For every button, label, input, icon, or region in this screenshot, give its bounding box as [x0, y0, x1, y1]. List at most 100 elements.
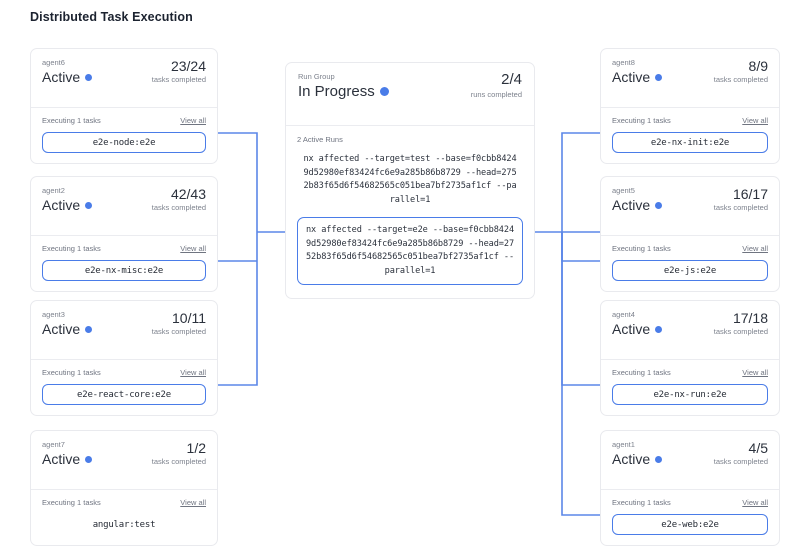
agent-card-header: agent1 Active 4/5 tasks completed: [601, 431, 779, 489]
divider: [601, 359, 779, 360]
executing-label: Executing 1 tasks: [42, 498, 101, 507]
task-label: angular:test: [92, 519, 156, 530]
view-all-link[interactable]: View all: [742, 116, 768, 125]
task-pill[interactable]: e2e-js:e2e: [612, 260, 768, 281]
divider: [601, 235, 779, 236]
divider: [31, 235, 217, 236]
view-all-link[interactable]: View all: [742, 244, 768, 253]
task-count-label: tasks completed: [713, 75, 768, 84]
run-command-active[interactable]: nx affected --target=e2e --base=f0cbb842…: [297, 217, 523, 285]
agent-name: agent2: [42, 186, 65, 195]
status-dot-icon: [379, 87, 389, 96]
agent-card-header: agent6 Active 23/24 tasks completed: [31, 49, 217, 107]
agent-card-agent5[interactable]: agent5 Active 16/17 tasks completed Exec…: [600, 176, 780, 292]
task-count-label: tasks completed: [713, 457, 768, 466]
task-count: 17/18: [732, 310, 768, 326]
agent-card-header: agent7 Active 1/2 tasks completed: [31, 431, 217, 489]
executing-label: Executing 1 tasks: [612, 368, 671, 377]
executing-label: Executing 1 tasks: [612, 116, 671, 125]
view-all-link[interactable]: View all: [180, 244, 206, 253]
agent-card-agent2[interactable]: agent2 Active 42/43 tasks completed Exec…: [30, 176, 218, 292]
task-pill[interactable]: e2e-node:e2e: [42, 132, 206, 153]
task-pill[interactable]: e2e-nx-misc:e2e: [42, 260, 206, 281]
agent-card-body: Executing 1 tasks View all e2e-nx-misc:e…: [31, 236, 217, 291]
task-count: 42/43: [170, 186, 206, 202]
agent-card-agent4[interactable]: agent4 Active 17/18 tasks completed Exec…: [600, 300, 780, 416]
agent-card-body: Executing 1 tasks View all e2e-nx-init:e…: [601, 108, 779, 163]
runs-count-label: runs completed: [470, 90, 522, 99]
agent-state: Active: [42, 197, 81, 213]
agent-name: agent4: [612, 310, 635, 319]
status-dot-icon: [85, 202, 93, 209]
executing-label: Executing 1 tasks: [42, 244, 101, 253]
agent-card-body: Executing 1 tasks View all angular:test: [31, 490, 217, 545]
run-group-kicker: Run Group: [298, 72, 335, 81]
status-dot-icon: [655, 456, 663, 463]
view-all-link[interactable]: View all: [180, 116, 206, 125]
active-runs-label: 2 Active Runs: [297, 135, 343, 144]
agent-name: agent1: [612, 440, 635, 449]
agent-card-header: agent5 Active 16/17 tasks completed: [601, 177, 779, 235]
agent-card-header: agent3 Active 10/11 tasks completed: [31, 301, 217, 359]
agent-state: Active: [42, 321, 81, 337]
task-count-label: tasks completed: [713, 203, 768, 212]
runs-count: 2/4: [501, 71, 522, 88]
run-group-status: In Progress: [298, 83, 375, 100]
agent-card-body: Executing 1 tasks View all e2e-web:e2e: [601, 490, 779, 545]
task-pill[interactable]: e2e-nx-init:e2e: [612, 132, 768, 153]
agent-card-header: agent2 Active 42/43 tasks completed: [31, 177, 217, 235]
executing-label: Executing 1 tasks: [612, 244, 671, 253]
agent-state: Active: [42, 69, 81, 85]
task-pill[interactable]: e2e-nx-run:e2e: [612, 384, 768, 405]
agent-state: Active: [612, 321, 651, 337]
task-pill[interactable]: e2e-web:e2e: [612, 514, 768, 535]
status-dot-icon: [85, 74, 93, 81]
agent-card-body: Executing 1 tasks View all e2e-node:e2e: [31, 108, 217, 163]
task-count-label: tasks completed: [151, 203, 206, 212]
agent-card-agent8[interactable]: agent8 Active 8/9 tasks completed Execut…: [600, 48, 780, 164]
status-dot-icon: [655, 202, 663, 209]
run-group-card[interactable]: Run Group In Progress 2/4 runs completed…: [285, 62, 535, 299]
agent-name: agent7: [42, 440, 65, 449]
agent-card-agent1[interactable]: agent1 Active 4/5 tasks completed Execut…: [600, 430, 780, 546]
agent-state: Active: [612, 69, 651, 85]
agent-name: agent5: [612, 186, 635, 195]
status-dot-icon: [85, 326, 93, 333]
task-count-label: tasks completed: [151, 75, 206, 84]
view-all-link[interactable]: View all: [742, 498, 768, 507]
status-dot-icon: [655, 74, 663, 81]
task-pill[interactable]: e2e-react-core:e2e: [42, 384, 206, 405]
divider: [31, 489, 217, 490]
run-command[interactable]: nx affected --target=test --base=f0cbb84…: [303, 154, 517, 205]
divider: [601, 489, 779, 490]
run-group-body: 2 Active Runs nx affected --target=test …: [286, 126, 534, 298]
run-group-header: Run Group In Progress 2/4 runs completed: [286, 63, 534, 125]
agent-card-header: agent4 Active 17/18 tasks completed: [601, 301, 779, 359]
divider: [601, 107, 779, 108]
agent-card-agent7[interactable]: agent7 Active 1/2 tasks completed Execut…: [30, 430, 218, 546]
task-count: 4/5: [748, 440, 768, 456]
view-all-link[interactable]: View all: [180, 368, 206, 377]
executing-label: Executing 1 tasks: [612, 498, 671, 507]
task-count-label: tasks completed: [713, 327, 768, 336]
page-title: Distributed Task Execution: [30, 10, 193, 24]
task-count: 23/24: [170, 58, 206, 74]
view-all-link[interactable]: View all: [180, 498, 206, 507]
agent-card-body: Executing 1 tasks View all e2e-react-cor…: [31, 360, 217, 415]
status-dot-icon: [85, 456, 93, 463]
agent-name: agent8: [612, 58, 635, 67]
agent-card-agent6[interactable]: agent6 Active 23/24 tasks completed Exec…: [30, 48, 218, 164]
divider: [31, 359, 217, 360]
agent-card-agent3[interactable]: agent3 Active 10/11 tasks completed Exec…: [30, 300, 218, 416]
task-count: 8/9: [748, 58, 768, 74]
agent-state: Active: [612, 451, 651, 467]
divider: [31, 107, 217, 108]
view-all-link[interactable]: View all: [742, 368, 768, 377]
agent-state: Active: [612, 197, 651, 213]
task-count: 10/11: [172, 310, 206, 326]
agent-card-header: agent8 Active 8/9 tasks completed: [601, 49, 779, 107]
executing-label: Executing 1 tasks: [42, 368, 101, 377]
status-dot-icon: [655, 326, 663, 333]
task-count-label: tasks completed: [151, 457, 206, 466]
agent-state: Active: [42, 451, 81, 467]
